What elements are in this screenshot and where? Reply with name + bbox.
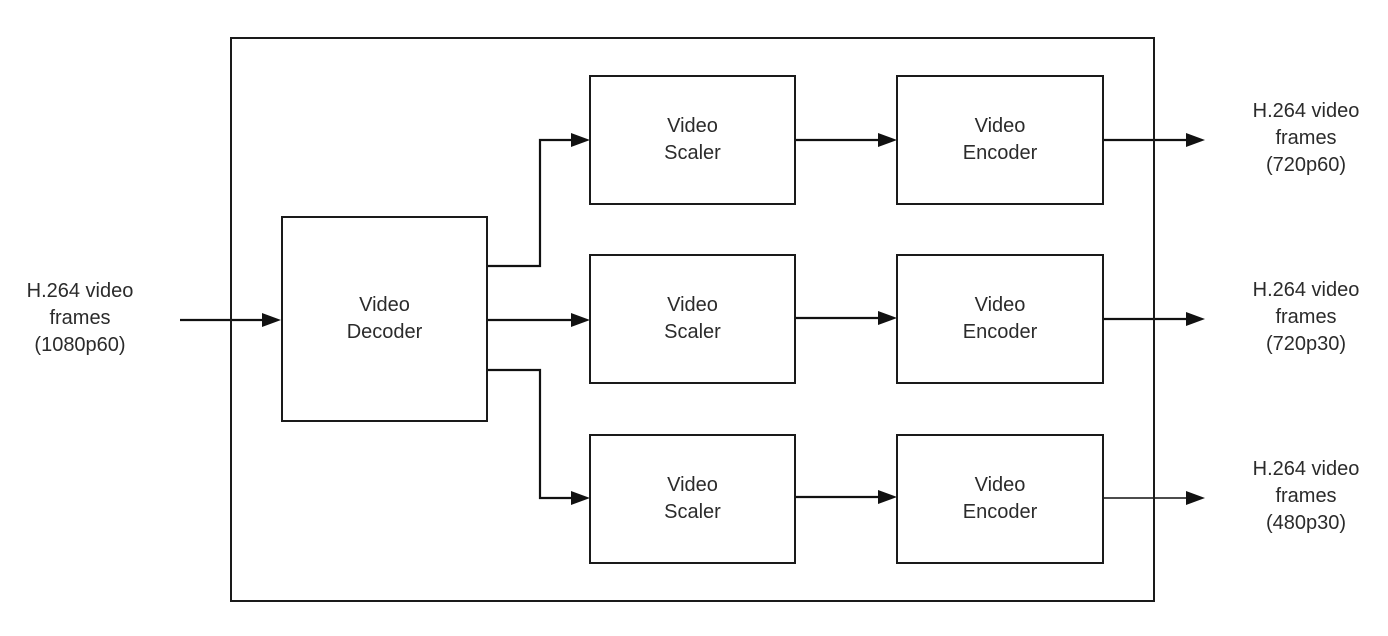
decoder-label-line1: Video <box>359 294 410 316</box>
output-2-line3: (720p30) <box>1265 333 1347 355</box>
arrowhead-icon <box>878 311 897 325</box>
encoder-1-label-line1: Video <box>974 115 1026 137</box>
scaler-1-label-line2: Scaler <box>664 142 721 164</box>
encoder-3-label-line2: Encoder <box>962 501 1038 523</box>
video-encoder-block-3: Video Encoder <box>896 434 1104 564</box>
video-scaler-block-3: Video Scaler <box>589 434 796 564</box>
output-3-line3: (480p30) <box>1265 512 1347 534</box>
output-label-3: H.264 video frames (480p30) <box>1226 456 1386 537</box>
output-2-line2: frames <box>1275 306 1337 328</box>
video-encoder-block-2: Video Encoder <box>896 254 1104 384</box>
scaler-3-label-line1: Video <box>667 474 718 496</box>
output-2-line1: H.264 video <box>1252 279 1360 301</box>
scaler-2-label-line2: Scaler <box>664 321 721 343</box>
video-decoder-block: Video Decoder <box>281 216 488 422</box>
arrowhead-icon <box>1186 491 1205 505</box>
scaler-1-label-line1: Video <box>667 115 718 137</box>
arrowhead-icon <box>878 490 897 504</box>
video-encoder-block-1: Video Encoder <box>896 75 1104 205</box>
encoder-2-label-line1: Video <box>974 294 1026 316</box>
output-label-1: H.264 video frames (720p60) <box>1226 98 1386 179</box>
arrowhead-icon <box>571 491 590 505</box>
decoder-label-line2: Decoder <box>346 321 423 343</box>
scaler-2-label-line1: Video <box>667 294 718 316</box>
output-1-line1: H.264 video <box>1252 100 1360 122</box>
output-3-line2: frames <box>1275 485 1337 507</box>
scaler-3-label-line2: Scaler <box>664 501 721 523</box>
output-label-2: H.264 video frames (720p30) <box>1226 277 1386 358</box>
arrowhead-icon <box>571 133 590 147</box>
arrowhead-icon <box>878 133 897 147</box>
video-scaler-block-2: Video Scaler <box>589 254 796 384</box>
input-label-line2: frames <box>49 307 111 329</box>
video-scaler-block-1: Video Scaler <box>589 75 796 205</box>
encoder-1-label-line2: Encoder <box>962 142 1038 164</box>
decoder-to-scaler-1-arrow <box>487 138 571 268</box>
input-label-line3: (1080p60) <box>34 334 126 356</box>
output-3-line1: H.264 video <box>1252 458 1360 480</box>
system-container <box>230 37 1155 602</box>
encoder-3-label-line1: Video <box>974 474 1026 496</box>
arrowhead-icon <box>1186 133 1205 147</box>
input-label: H.264 video frames (1080p60) <box>0 278 160 359</box>
arrowhead-icon <box>262 313 281 327</box>
decoder-to-scaler-3-arrow <box>487 368 571 500</box>
input-label-line1: H.264 video <box>26 280 134 302</box>
encoder-2-label-line2: Encoder <box>962 321 1038 343</box>
arrowhead-icon <box>1186 312 1205 326</box>
arrowhead-icon <box>571 313 590 327</box>
output-1-line2: frames <box>1275 127 1337 149</box>
output-1-line3: (720p60) <box>1265 154 1347 176</box>
